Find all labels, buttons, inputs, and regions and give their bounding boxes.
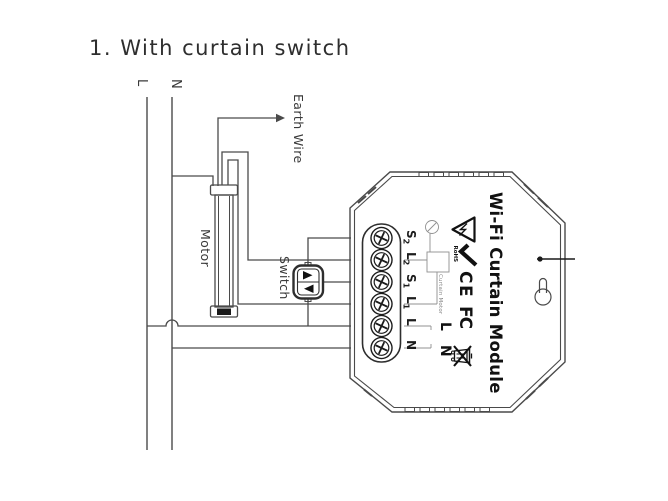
terminal-label-n: N <box>404 340 418 351</box>
module-internal-wiring <box>404 220 450 349</box>
switch-graphic <box>292 262 325 302</box>
motor-wire-pair <box>221 151 351 305</box>
switch-label: Switch <box>277 256 292 300</box>
diagram-title: 1. With curtain switch <box>89 36 351 60</box>
terminal-label-l2: L2 <box>401 252 418 266</box>
keyhole-icon <box>534 277 552 306</box>
module-live-label: L <box>437 322 453 331</box>
fcc-mark-icon: FC <box>455 306 475 329</box>
neutral-rail-label: N <box>168 79 183 89</box>
svg-text:RoHS: RoHS <box>452 246 458 263</box>
earth-symbol-icon <box>425 220 439 234</box>
terminal-label-l1: L1 <box>401 296 418 310</box>
earth-wire-label: Earth Wire <box>291 94 306 164</box>
module-outline <box>349 171 566 413</box>
weee-bin-icon <box>451 345 473 367</box>
screw-terminal-icon <box>370 314 393 338</box>
curtain-motor-label: Curtain Motor <box>437 274 443 315</box>
earth-wire-line <box>217 117 276 186</box>
screw-terminal-icon <box>370 270 393 294</box>
terminal-block <box>361 223 402 363</box>
switch-up-arrow-icon <box>303 271 313 280</box>
terminal-label-l: L <box>404 318 418 326</box>
terminal-screws <box>370 226 393 360</box>
terminal-label-s1: S1 <box>401 274 418 289</box>
motor-label: Motor <box>198 229 213 268</box>
module-neutral-label: N <box>437 345 453 357</box>
switch-wires <box>307 237 351 326</box>
live-rail-label: L <box>134 79 149 87</box>
earth-wire-arrow-icon <box>276 113 285 123</box>
neutral-branch-line <box>172 175 214 186</box>
motor-connector-box <box>426 251 450 273</box>
screw-terminal-icon <box>370 292 393 316</box>
live-wire <box>147 319 351 327</box>
power-rails <box>146 97 173 450</box>
module-name-label: Wi-Fi Curtain Module <box>486 192 505 394</box>
motor-graphic <box>209 184 239 318</box>
safety-triangle-icon <box>451 216 476 243</box>
screw-terminal-icon <box>370 226 393 250</box>
ce-mark-icon: CE <box>455 271 475 298</box>
rohs-check-icon: RoHS <box>452 243 478 267</box>
antenna-icon <box>537 256 575 262</box>
screw-terminal-icon <box>370 336 393 360</box>
terminal-label-s2: S2 <box>401 230 418 245</box>
switch-down-arrow-icon <box>304 284 314 293</box>
screw-terminal-icon <box>370 248 393 272</box>
